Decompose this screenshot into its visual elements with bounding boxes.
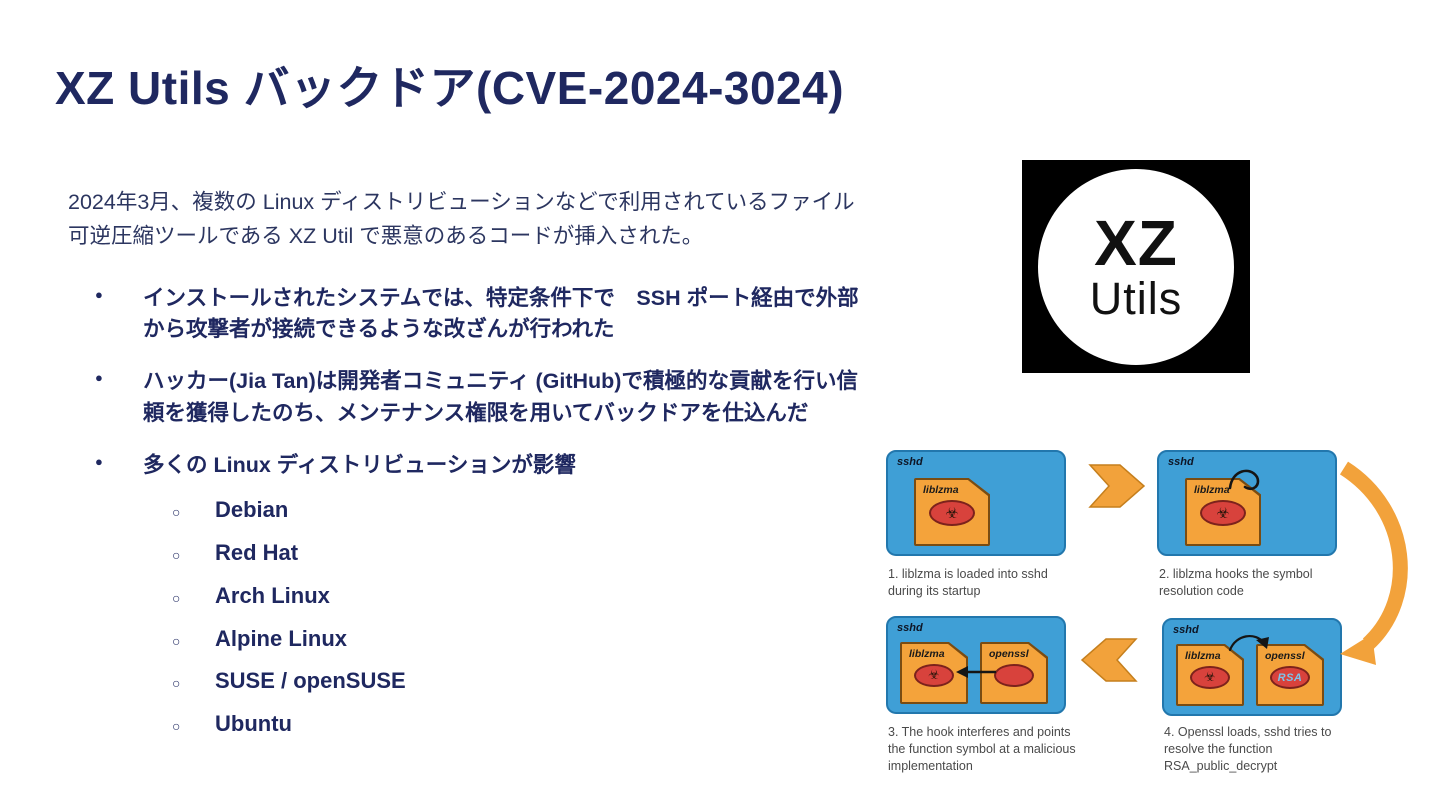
flow-arrow-left-icon bbox=[1080, 638, 1138, 682]
logo-circle: XZ Utils bbox=[1038, 168, 1234, 365]
list-item: ● ハッカー(Jia Tan)は開発者コミュニティ (GitHub)で積極的な貢… bbox=[95, 366, 860, 428]
sshd-label: sshd bbox=[897, 622, 923, 634]
rsa-badge: RSA bbox=[1270, 666, 1310, 689]
backdoor-flow-diagram: sshd liblzma ☣ sshd liblzma ☣ bbox=[878, 446, 1418, 806]
distro-name: Red Hat bbox=[215, 539, 299, 565]
diagram-panel-2: sshd liblzma ☣ bbox=[1157, 450, 1337, 556]
module-card-face: liblzma ☣ bbox=[916, 480, 988, 544]
diagram-panel-1: sshd liblzma ☣ bbox=[886, 450, 1066, 556]
panel-caption-4: 4. Openssl loads, sshd tries to resolve … bbox=[1164, 725, 1332, 773]
module-card-liblzma: liblzma ☣ bbox=[914, 478, 990, 546]
list-item: ○ Red Hat bbox=[143, 537, 576, 569]
sub-bullet-marker: ○ bbox=[172, 632, 181, 649]
distro-name: Debian bbox=[215, 496, 289, 522]
list-item: ● 多くの Linux ディストリビューションが影響 ○ Debian ○ Re… bbox=[95, 450, 860, 752]
bullet-text: インストールされたシステムでは、特定条件下で SSH ポート経由で外部から攻撃者… bbox=[143, 286, 859, 342]
list-item: ○ Debian bbox=[143, 494, 576, 526]
module-label: liblzma bbox=[1185, 650, 1221, 662]
malware-badge: ☣ bbox=[1190, 666, 1230, 689]
sshd-label: sshd bbox=[1173, 624, 1199, 636]
module-card-face: liblzma ☣ bbox=[1187, 480, 1259, 544]
intro-text: 2024年3月、複数の Linux ディストリビューションなどで利用されているフ… bbox=[68, 190, 855, 249]
sshd-label: sshd bbox=[897, 456, 923, 468]
module-card-face: liblzma ☣ bbox=[902, 644, 966, 702]
biohazard-icon: ☣ bbox=[1216, 503, 1230, 522]
module-label: liblzma bbox=[1194, 484, 1230, 496]
list-item: ● インストールされたシステムでは、特定条件下で SSH ポート経由で外部から攻… bbox=[95, 283, 860, 345]
module-card-openssl: openssl bbox=[980, 642, 1048, 704]
distro-name: Arch Linux bbox=[215, 582, 330, 608]
module-label: liblzma bbox=[923, 484, 959, 496]
sub-bullet-marker: ○ bbox=[172, 546, 181, 563]
module-label: liblzma bbox=[909, 648, 945, 660]
list-item: ○ SUSE / openSUSE bbox=[143, 665, 576, 697]
biohazard-icon: ☣ bbox=[928, 668, 940, 683]
distro-name: Alpine Linux bbox=[215, 625, 347, 651]
module-card-liblzma: liblzma ☣ bbox=[900, 642, 968, 704]
module-card-liblzma: liblzma ☣ bbox=[1185, 478, 1261, 546]
page-title: XZ Utils バックドア(CVE-2024-3024) bbox=[55, 62, 845, 114]
module-label: openssl bbox=[989, 648, 1029, 660]
distro-name: SUSE / openSUSE bbox=[215, 668, 406, 694]
diagram-panel-4: sshd liblzma ☣ openssl RSA bbox=[1162, 618, 1342, 716]
flow-arrow-curve-icon bbox=[1339, 461, 1408, 650]
panel-caption-1: 1. liblzma is loaded into sshd during it… bbox=[888, 567, 1048, 598]
sub-bullet-marker: ○ bbox=[172, 718, 181, 735]
flow-arrow-curve-head-icon bbox=[1340, 634, 1376, 665]
module-card-face: openssl bbox=[982, 644, 1046, 702]
bullet-text: ハッカー(Jia Tan)は開発者コミュニティ (GitHub)で積極的な貢献を… bbox=[143, 369, 858, 425]
sub-bullet-marker: ○ bbox=[172, 675, 181, 692]
bullet-marker: ● bbox=[95, 287, 103, 302]
biohazard-icon: ☣ bbox=[1204, 670, 1216, 685]
logo-text-utils: Utils bbox=[1089, 272, 1183, 324]
logo-text-xz: XZ bbox=[1094, 206, 1178, 279]
bullet-marker: ● bbox=[95, 453, 103, 469]
bullet-marker: ● bbox=[95, 370, 103, 386]
module-label: openssl bbox=[1265, 650, 1305, 662]
list-item: ○ Ubuntu bbox=[143, 708, 576, 740]
sshd-label: sshd bbox=[1168, 456, 1194, 468]
rsa-label: RSA bbox=[1277, 671, 1303, 684]
flow-arrow-right-icon bbox=[1088, 464, 1146, 508]
xz-utils-logo: XZ Utils bbox=[1022, 160, 1250, 373]
module-card-face: openssl RSA bbox=[1258, 646, 1322, 704]
bullet-list: ● インストールされたシステムでは、特定条件下で SSH ポート経由で外部から攻… bbox=[95, 283, 860, 772]
module-card-liblzma: liblzma ☣ bbox=[1176, 644, 1244, 706]
module-card-face: liblzma ☣ bbox=[1178, 646, 1242, 704]
distro-name: Ubuntu bbox=[215, 711, 292, 737]
bullet-text-label: 多くの Linux ディストリビューションが影響 bbox=[143, 452, 576, 477]
malware-badge: ☣ bbox=[929, 500, 975, 526]
sub-bullet-marker: ○ bbox=[172, 589, 181, 606]
list-item: ○ Alpine Linux bbox=[143, 623, 576, 655]
module-card-openssl: openssl RSA bbox=[1256, 644, 1324, 706]
malware-badge: ☣ bbox=[914, 664, 954, 687]
sub-bullet-list: ○ Debian ○ Red Hat ○ Arch Linux ○ Alpine… bbox=[143, 494, 576, 740]
malware-badge: ☣ bbox=[1200, 500, 1246, 526]
function-badge bbox=[994, 664, 1034, 687]
panel-caption-3: 3. The hook interferes and points the fu… bbox=[888, 725, 1076, 773]
list-item: ○ Arch Linux bbox=[143, 580, 576, 612]
diagram-panel-3: sshd liblzma ☣ openssl bbox=[886, 616, 1066, 714]
bullet-text: 多くの Linux ディストリビューションが影響 ○ Debian ○ Red … bbox=[143, 450, 576, 752]
sub-bullet-marker: ○ bbox=[172, 503, 181, 520]
biohazard-icon: ☣ bbox=[945, 503, 959, 522]
panel-caption-2: 2. liblzma hooks the symbol resolution c… bbox=[1159, 567, 1313, 598]
